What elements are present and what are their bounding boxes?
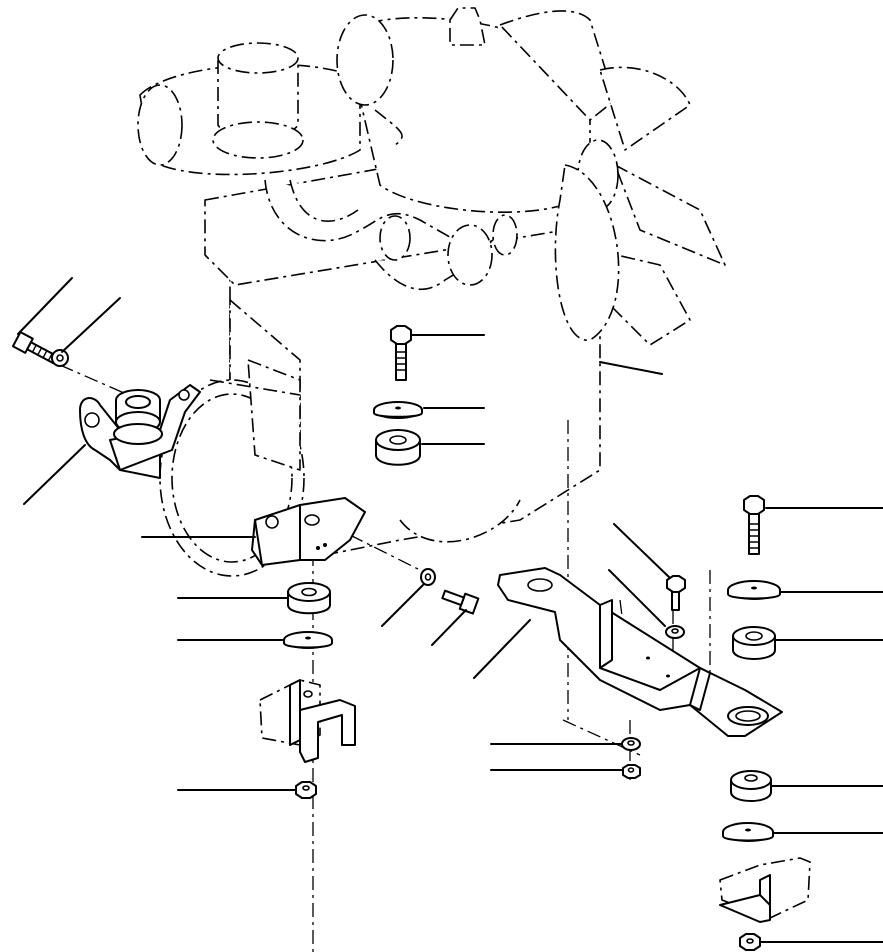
support-bracket-right <box>497 567 783 737</box>
flat-washer-left <box>283 631 333 649</box>
stopper-bracket-left <box>259 679 356 763</box>
rubber-mount-left <box>287 582 331 615</box>
front-mount-bracket-left <box>79 384 201 479</box>
bolt-center-top <box>390 325 412 381</box>
bolt-upper-left <box>11 331 59 365</box>
washer-upper-left <box>51 349 69 367</box>
rubber-mount-right-lower <box>730 770 772 802</box>
flat-washer-right-upper <box>727 580 781 600</box>
bolt-mid <box>441 589 480 615</box>
flat-washer-center <box>373 401 423 419</box>
washer-lower-center <box>621 737 641 751</box>
bolt-right <box>743 495 765 555</box>
washer-mid <box>420 568 436 586</box>
rear-mount-bracket <box>251 497 366 566</box>
engine <box>137 7 726 577</box>
flat-washer-right-lower <box>722 822 774 842</box>
nut-lower-center <box>622 764 641 779</box>
rubber-mount-right-upper <box>732 626 776 660</box>
stopper-bracket-right <box>719 857 811 923</box>
rubber-mount-center <box>375 429 421 466</box>
small-bolt-right <box>666 575 686 611</box>
leader-lines <box>17 277 883 943</box>
washer-right-small <box>665 625 685 639</box>
nut-right <box>739 933 761 951</box>
nut-left <box>295 781 317 799</box>
